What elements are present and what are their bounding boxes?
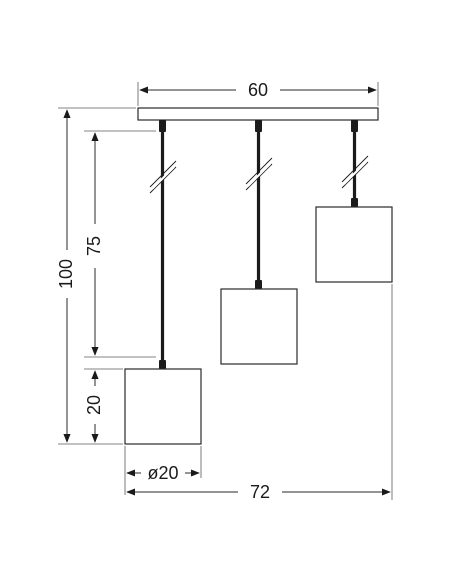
cord-break-middle bbox=[245, 157, 273, 191]
dimension-canopy-width: 60 bbox=[137, 80, 379, 106]
pendant-right bbox=[315, 120, 393, 283]
cable-length-label: 75 bbox=[84, 236, 104, 256]
dimension-total-width: 72 bbox=[126, 284, 393, 502]
shade-right bbox=[315, 206, 393, 283]
shade-height-label: 20 bbox=[84, 395, 104, 415]
total-height-label: 100 bbox=[56, 259, 76, 289]
pendant-left bbox=[124, 120, 202, 445]
pendant-middle bbox=[220, 120, 298, 365]
shade-left bbox=[124, 368, 202, 445]
canopy-width-label: 60 bbox=[248, 80, 268, 100]
cord-break-left bbox=[149, 160, 177, 194]
cord-break-right bbox=[341, 155, 369, 189]
shade-middle bbox=[220, 288, 298, 365]
dimension-shade-height: 20 bbox=[84, 368, 123, 443]
total-width-label: 72 bbox=[250, 482, 270, 502]
dimension-shade-diameter: ø20 bbox=[124, 446, 202, 495]
ceiling-canopy bbox=[137, 107, 379, 121]
dimension-total-height: 100 bbox=[56, 107, 136, 445]
dimension-cable-length: 75 bbox=[84, 130, 156, 358]
shade-diameter-label: ø20 bbox=[147, 463, 178, 483]
